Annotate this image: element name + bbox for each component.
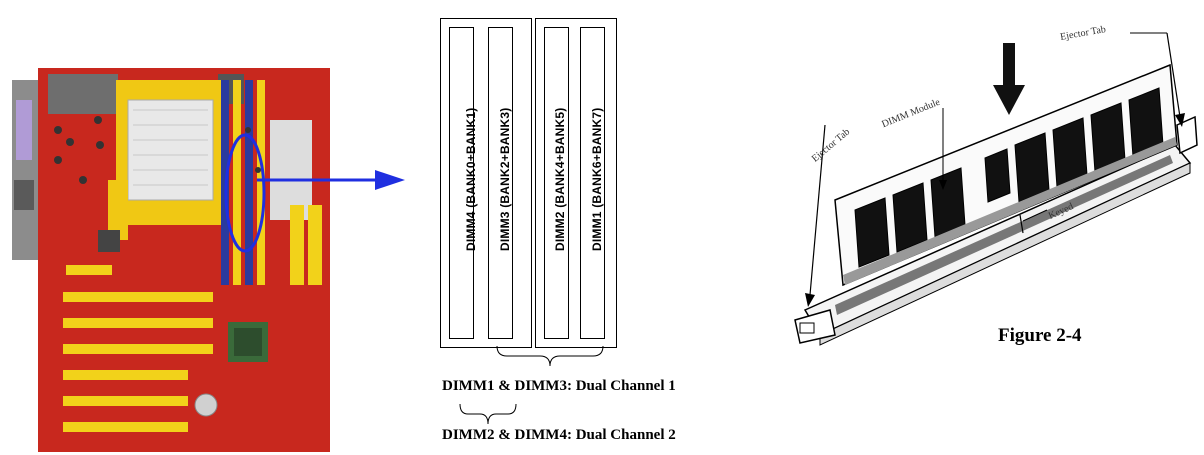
channel1-caption: DIMM1 & DIMM3: Dual Channel 1: [442, 378, 676, 394]
channel2-caption: DIMM2 & DIMM4: Dual Channel 2: [442, 427, 676, 443]
pointer-arrow: [257, 170, 405, 190]
dimm-group-right: [535, 18, 617, 348]
slot-label-dimm4: DIMM4 (BANK0+BANK1): [464, 107, 478, 251]
dimm-group-left: [440, 18, 532, 348]
dimm-slot: [449, 27, 474, 339]
slot-label-dimm3: DIMM3 (BANK2+BANK3): [498, 107, 512, 251]
dimm-slot: [544, 27, 569, 339]
channel2-brace: [459, 403, 517, 425]
dimm-install-illustration: [794, 32, 1198, 346]
motherboard-image: [12, 68, 330, 452]
dimm-slot: [580, 27, 605, 339]
slot-label-dimm1: DIMM1 (BANK6+BANK7): [590, 107, 604, 251]
dimm-slot: [488, 27, 513, 339]
slot-label-dimm2: DIMM2 (BANK4+BANK5): [553, 107, 567, 251]
channel1-brace: [496, 345, 604, 367]
figure-title: Figure 2-4: [998, 325, 1082, 346]
